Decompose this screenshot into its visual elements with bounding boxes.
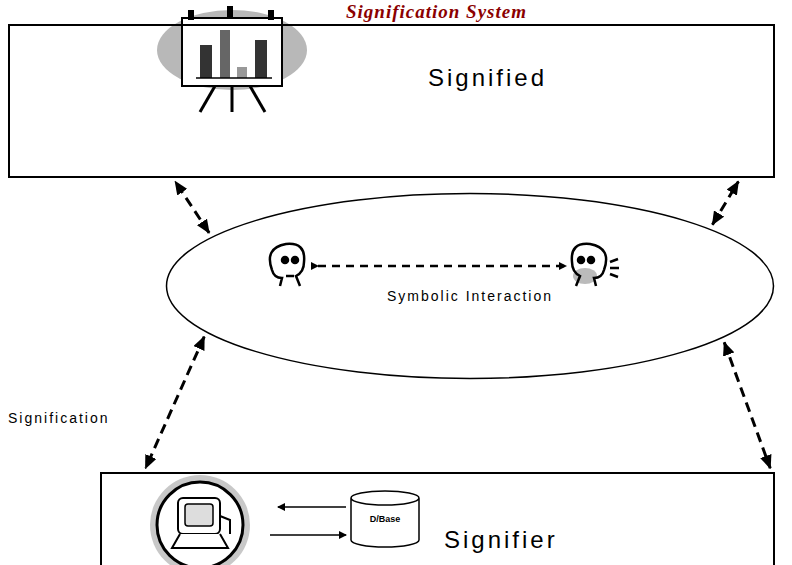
signification-arrow [724,342,770,468]
signification-arrow [712,181,738,224]
interaction-ellipse-outline [165,192,775,380]
data-arrow [278,506,346,508]
data-arrow [270,534,346,536]
node-text: Symbolic Interaction [387,288,553,304]
edge-label: Signification [6,410,112,426]
database-cylinder: D/Base [350,490,420,548]
diagram-title: Signification System [346,1,527,23]
person-icon [572,244,619,286]
node-text: D/Base [370,514,401,524]
signifier-box: Signifier D/Base [100,472,775,565]
person-icon [270,244,304,286]
signification-arrow [146,337,205,469]
node-text: Signifier [444,526,558,554]
interaction-arrow [318,265,566,268]
computer-icon [150,475,250,565]
signification-arrow [175,181,209,233]
node-text: Signified [428,64,547,92]
chart-easel [157,6,307,112]
signified-box: Signified [8,24,775,178]
interaction-ellipse: Symbolic Interaction [165,192,775,380]
